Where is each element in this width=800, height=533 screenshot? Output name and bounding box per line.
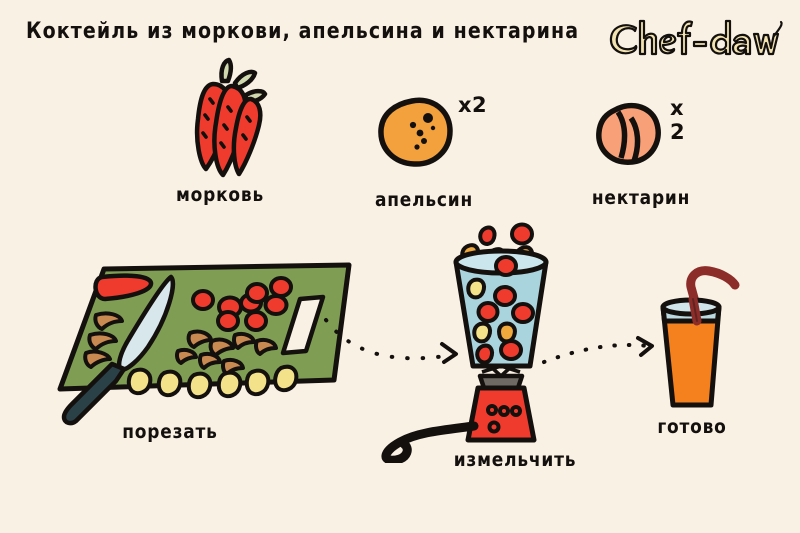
nectarine-icon — [596, 102, 661, 165]
dotted-arrow-board-to-blender — [320, 310, 480, 380]
cutting-board-icon — [57, 262, 352, 426]
dotted-arrow-blender-to-glass — [540, 320, 670, 380]
brand-logo — [604, 16, 784, 64]
ingredient-label-nectarine: нектарин — [591, 186, 691, 210]
dotted-arrow-icon — [542, 336, 654, 364]
ingredient-orange: x2 апельсин — [370, 93, 487, 212]
blender-icon — [381, 222, 549, 463]
quantity-multiplier-orange: x2 — [458, 93, 488, 117]
brand-logo-art — [609, 19, 783, 56]
ingredient-label-carrot: морковь — [175, 183, 265, 207]
ingredient-carrot: морковь — [150, 55, 290, 207]
step-ready: готово — [625, 265, 775, 439]
quantity-multiplier-nectarine: x 2 — [670, 96, 686, 144]
step-blend: измельчить — [370, 218, 590, 472]
juice-glass-icon — [660, 266, 740, 408]
ingredient-nectarine: x 2 нектарин — [585, 96, 695, 210]
step-label-blend: измельчить — [453, 448, 577, 472]
dotted-arrow-icon — [324, 318, 458, 364]
page-title: Коктейль из моркови, апельсина и нектари… — [26, 18, 580, 44]
step-label-ready: готово — [657, 415, 727, 439]
orange-fruit-icon — [378, 97, 453, 167]
step-chop: порезать — [38, 255, 368, 444]
step-label-chop: порезать — [122, 420, 218, 444]
carrot-icon — [194, 57, 268, 178]
ingredient-label-orange: апельсин — [374, 188, 474, 212]
